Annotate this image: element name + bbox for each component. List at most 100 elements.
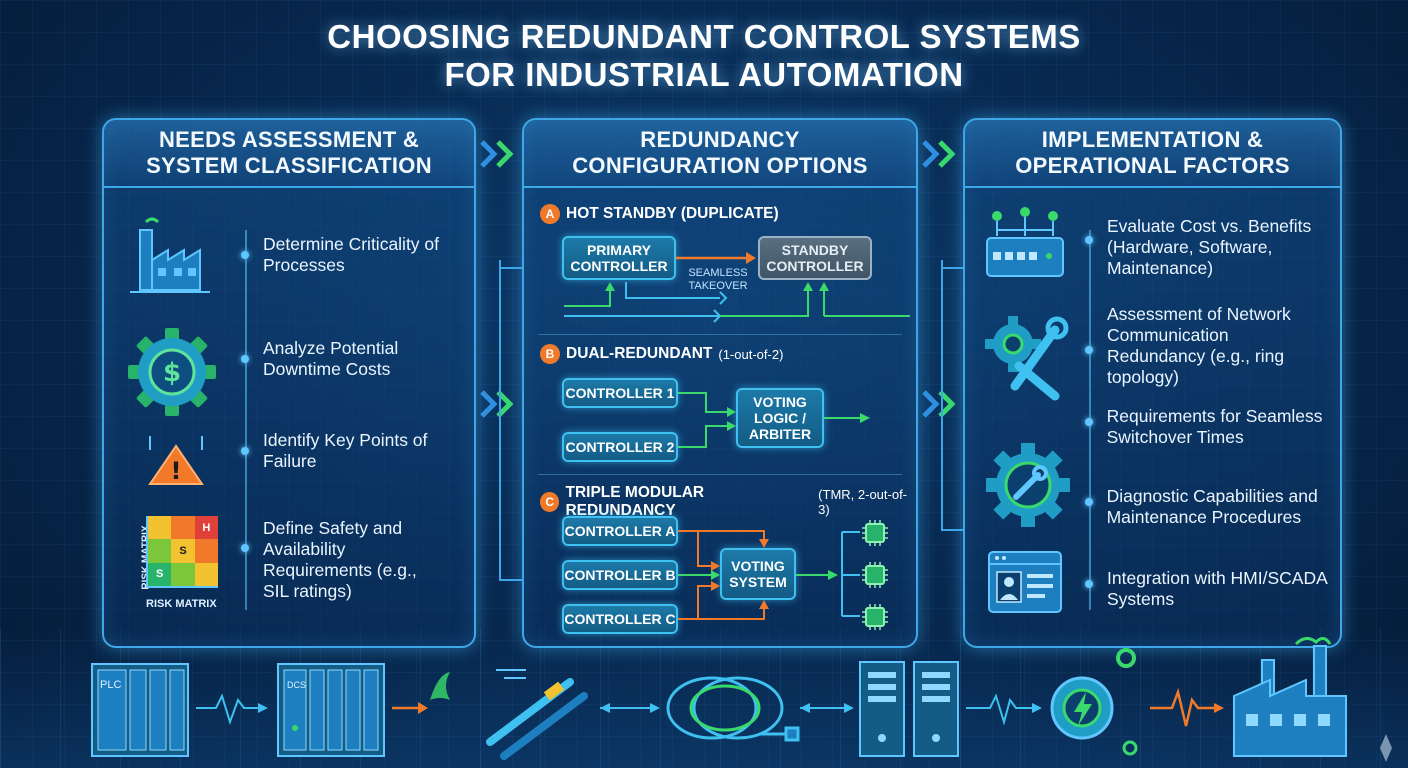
controller-2-box: CONTROLLER 2	[562, 432, 678, 462]
bullet-dot	[241, 251, 249, 259]
matrix-cell-medium: S	[171, 539, 195, 563]
section-b-subtitle: (1-out-of-2)	[718, 346, 784, 362]
floor-grid	[0, 628, 1408, 768]
matrix-cell-low: S	[148, 562, 172, 586]
panel-3-heading-line-1: IMPLEMENTATION &	[1041, 127, 1264, 152]
matrix-axis-label-x: RISK MATRIX	[146, 598, 217, 610]
panel-2-header: REDUNDANCY CONFIGURATION OPTIONS	[524, 120, 916, 188]
bullet-dot	[241, 544, 249, 552]
timeline-line	[245, 230, 247, 610]
factory-icon	[130, 217, 210, 293]
gear-wrench-icon	[986, 443, 1070, 527]
panel-connector-right	[941, 260, 964, 531]
svg-text:$: $	[163, 358, 181, 388]
bullet-dot	[1085, 498, 1093, 506]
bullet-dot	[241, 447, 249, 455]
item-text: Analyze Potential Downtime Costs	[263, 338, 399, 379]
panel-connector-left	[499, 260, 522, 581]
list-item: Requirements for Seamless Switchover Tim…	[1085, 406, 1335, 448]
warning-icon: !	[148, 436, 204, 485]
list-item: Define Safety and Availability Requireme…	[241, 518, 471, 602]
section-c-header: C TRIPLE MODULAR REDUNDANCY (TMR, 2-out-…	[540, 484, 916, 520]
bullet-dot	[1085, 418, 1093, 426]
item-text: Integration with HMI/SCADA Systems	[1107, 568, 1327, 609]
section-b-title: DUAL-REDUNDANT	[566, 345, 713, 362]
network-switch-icon	[986, 207, 1064, 277]
item-text: Requirements for Seamless Switchover Tim…	[1106, 406, 1323, 447]
standby-controller-box: STANDBY CONTROLLER	[758, 236, 872, 280]
controller-b-box: CONTROLLER B	[562, 560, 678, 590]
panel-implementation-factors: IMPLEMENTATION & OPERATIONAL FACTORS Eva…	[963, 118, 1342, 648]
power-gear-icon	[1050, 648, 1138, 756]
factory-icon	[1233, 637, 1347, 757]
title-line-1: CHOOSING REDUNDANT CONTROL SYSTEMS	[327, 18, 1081, 55]
chip-icon	[862, 520, 888, 546]
section-badge: B	[540, 344, 560, 364]
voting-system-box: VOTING SYSTEM	[720, 548, 796, 600]
seamless-takeover-label: SEAMLESS TAKEOVER	[688, 267, 748, 292]
section-a-header: A HOT STANDBY (DUPLICATE)	[540, 204, 779, 224]
list-item: Diagnostic Capabilities and Maintenance …	[1085, 486, 1335, 528]
cable-coil-icon	[666, 676, 800, 742]
panel-1-heading-line-1: NEEDS ASSESSMENT &	[158, 127, 420, 152]
panel-2-heading-line-2: CONFIGURATION OPTIONS	[572, 153, 868, 178]
hot-standby-wiring	[564, 252, 910, 323]
item-text: Define Safety and Availability Requireme…	[263, 518, 417, 601]
item-text: Evaluate Cost vs. Benefits (Hardware, So…	[1107, 216, 1312, 278]
controller-c-box: CONTROLLER C	[562, 604, 678, 634]
risk-matrix-icon: RISK MATRIX H S S RISK MATRIX	[118, 512, 228, 622]
dollar-gear-icon: $	[128, 328, 216, 416]
bullet-dot	[241, 355, 249, 363]
panel-2-heading-line-1: REDUNDANCY	[640, 127, 800, 152]
equipment-strip: PLC DCS	[91, 637, 1392, 762]
item-text: Assessment of Network Communication Redu…	[1107, 304, 1291, 387]
matrix-cell-high: H	[194, 516, 218, 540]
item-text: Diagnostic Capabilities and Maintenance …	[1106, 486, 1318, 527]
plc-label: PLC	[100, 679, 121, 691]
server-icon	[859, 661, 959, 757]
chevron-right-icon	[922, 390, 956, 418]
chip-icon	[862, 604, 888, 630]
chevron-right-icon	[922, 140, 956, 168]
plc-rack-icon	[91, 663, 189, 757]
chip-icon	[862, 562, 888, 588]
dcs-rack-icon	[277, 663, 385, 757]
panel-3-heading-line-2: OPERATIONAL FACTORS	[1015, 153, 1290, 178]
panel-3-header: IMPLEMENTATION & OPERATIONAL FACTORS	[965, 120, 1340, 188]
section-badge: C	[540, 492, 560, 512]
primary-controller-box: PRIMARY CONTROLLER	[562, 236, 676, 280]
list-item: Determine Criticality of Processes	[241, 234, 471, 276]
section-badge: A	[540, 204, 560, 224]
bullet-dot	[1085, 580, 1093, 588]
dcs-label: DCS	[287, 680, 306, 690]
dual-redundant-wiring	[678, 392, 870, 448]
title-line-2: FOR INDUSTRIAL AUTOMATION	[444, 56, 964, 93]
hmi-screen-icon	[988, 551, 1062, 613]
risk-matrix-grid: H S S	[146, 516, 218, 588]
bullet-dot	[1085, 346, 1093, 354]
item-text: Determine Criticality of Processes	[263, 234, 440, 275]
cable-connector-icon	[486, 669, 588, 760]
voting-logic-box: VOTING LOGIC / ARBITER	[736, 388, 824, 448]
section-c-title: TRIPLE MODULAR REDUNDANCY	[565, 484, 705, 519]
section-divider	[538, 334, 902, 335]
list-item: Integration with HMI/SCADA Systems	[1085, 568, 1335, 610]
controller-1-box: CONTROLLER 1	[562, 378, 678, 408]
section-divider	[538, 474, 902, 475]
svg-text:!: !	[171, 457, 182, 485]
tmr-wiring	[678, 530, 860, 620]
panel-needs-assessment: NEEDS ASSESSMENT & SYSTEM CLASSIFICATION…	[102, 118, 476, 648]
list-item: Analyze Potential Downtime Costs	[241, 338, 471, 380]
sparkle-icon	[1380, 734, 1392, 762]
page-title: CHOOSING REDUNDANT CONTROL SYSTEMS FOR I…	[0, 18, 1408, 94]
section-a-title: HOT STANDBY (DUPLICATE)	[566, 205, 779, 222]
section-b-header: B DUAL-REDUNDANT (1-out-of-2)	[540, 344, 783, 364]
list-item: Evaluate Cost vs. Benefits (Hardware, So…	[1085, 216, 1335, 279]
bullet-dot	[1085, 236, 1093, 244]
list-item: Identify Key Points of Failure	[241, 430, 471, 472]
section-c-subtitle: (TMR, 2-out-of-3)	[818, 487, 908, 517]
gear-wrench-icon	[985, 316, 1069, 401]
panel-1-heading-line-2: SYSTEM CLASSIFICATION	[146, 153, 432, 178]
panel-redundancy-options: REDUNDANCY CONFIGURATION OPTIONS A HOT S…	[522, 118, 918, 648]
item-text: Identify Key Points of Failure	[263, 430, 428, 471]
